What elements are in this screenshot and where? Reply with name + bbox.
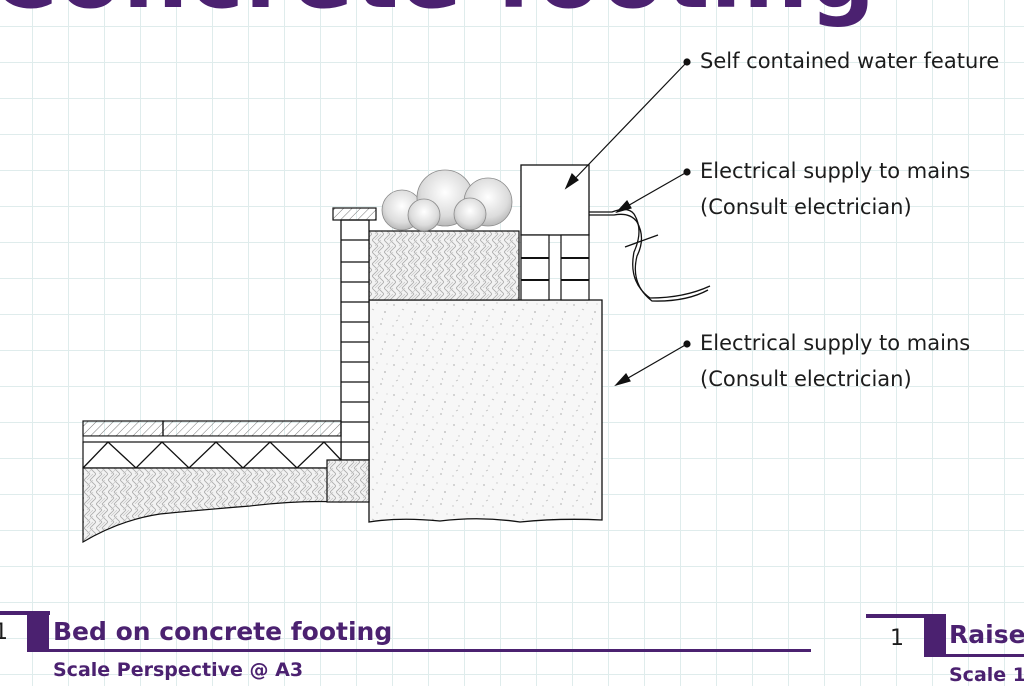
- title-block-2-underline: [924, 654, 1024, 657]
- title-block-2-topbar: [866, 614, 946, 618]
- water-feature-box: [520, 164, 590, 301]
- title-block-1-scale: Scale Perspective @ A3: [53, 659, 304, 681]
- brick-wall: [332, 207, 377, 461]
- title-block-1-number: 1: [0, 620, 8, 645]
- electrical-cable: [589, 208, 711, 302]
- title-block-2-scale: Scale 1: [949, 664, 1024, 686]
- planting: [381, 169, 513, 232]
- raised-bed-soil: [368, 230, 520, 301]
- title-block-1-underline: [27, 649, 811, 652]
- callout-leaders: [564, 58, 691, 387]
- paving-section: [82, 420, 370, 544]
- title-block-1-title: Bed on concrete footing: [53, 617, 393, 646]
- callout-electrical-1-line2: (Consult electrician): [700, 195, 912, 219]
- callout-electrical-1-line1: Electrical supply to mains: [700, 159, 971, 183]
- callout-water-feature: Self contained water feature: [700, 49, 1000, 73]
- title-block-2-number: 1: [890, 626, 904, 651]
- callout-electrical-2-line2: (Consult electrician): [700, 367, 912, 391]
- page-title: Concrete footing: [0, 0, 876, 29]
- title-block-1-topbar: [0, 611, 50, 615]
- title-block-2-title: Raise: [949, 620, 1024, 649]
- title-block-1-number-box: [27, 611, 49, 651]
- title-block-2-number-box: [924, 614, 946, 656]
- concrete-footing: [368, 299, 603, 523]
- callout-electrical-2-line1: Electrical supply to mains: [700, 331, 971, 355]
